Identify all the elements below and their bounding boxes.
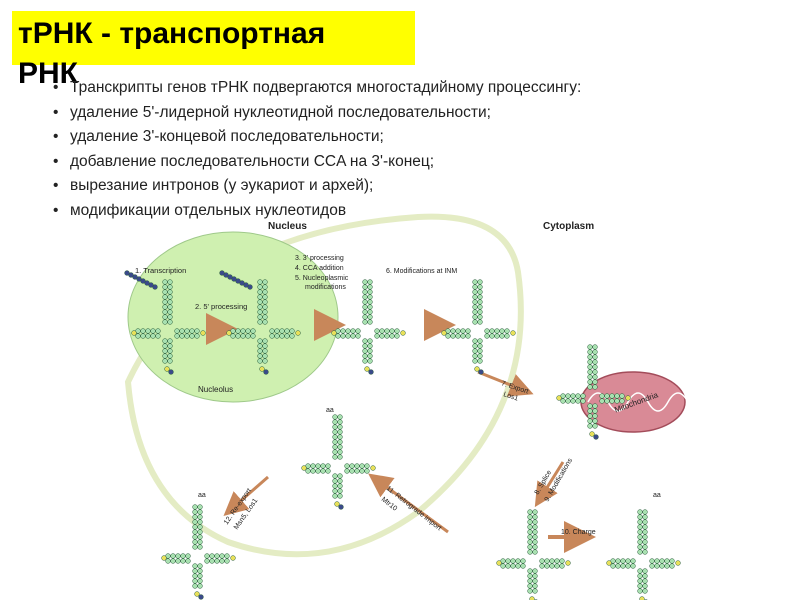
arrow-retrograde	[368, 473, 449, 534]
bullet-item: •удаление 5'-лидерной нуклеотидной после…	[53, 103, 491, 121]
bullet-list: •Транскрипты генов тРНК подвергаются мно…	[53, 76, 581, 223]
arrow-reexport	[223, 475, 269, 516]
bullet-item: •вырезание интронов (у эукариот и архей)…	[53, 177, 374, 194]
trna-cloverleaf	[556, 344, 631, 440]
step-nucleoplasmic-2: modifications	[305, 284, 346, 291]
step-cca: 4. CCA addition	[295, 265, 344, 272]
aa-label-1: aa	[326, 407, 334, 414]
slide-title: тРНК - транспортная	[18, 17, 326, 50]
step-export-los1: Los1	[502, 391, 519, 402]
bullet-item: •модификации отдельных нуклеотидов	[53, 201, 347, 219]
cytoplasm-label: Cytoplasm	[543, 221, 594, 232]
nucleus-label: Nucleus	[268, 221, 307, 232]
arrow-splice	[534, 461, 565, 508]
step-inm: 6. Modifications at INM	[386, 268, 457, 275]
trna-cloverleaf	[606, 509, 681, 600]
lead-text: •Транскрипты генов тРНК подвергаются мно…	[53, 76, 581, 101]
step-3-processing: 3. 3' processing	[295, 255, 344, 262]
trna-cloverleaf	[219, 270, 301, 375]
trna-cloverleaf	[496, 509, 571, 600]
trna-cloverleaf	[441, 279, 516, 375]
arrow-export	[477, 370, 534, 397]
title-highlight	[12, 11, 415, 65]
trna-cloverleaf	[124, 270, 206, 375]
step-transcription: 1. Transcription	[135, 266, 186, 275]
trna-cloverleaf	[301, 414, 376, 510]
step-charge: 10. Charge	[561, 529, 596, 536]
step-nucleoplasmic: 5. Nucleoplasmic	[295, 275, 349, 282]
trna-processing-diagram: Nucleus Cytoplasm Nucleolus Mitochondria…	[124, 213, 689, 600]
slide-title-line2: РНК	[18, 57, 78, 90]
aa-label-3: aa	[653, 492, 661, 499]
bullet-dot: •	[53, 79, 59, 96]
step-5-processing: 2. 5' processing	[195, 302, 247, 311]
bullet-item: •удаление 3'-концевой последовательности…	[53, 128, 384, 145]
mitochondria-shape	[580, 371, 689, 433]
nucleolus-label: Nucleolus	[198, 385, 233, 394]
trna-cloverleaf	[161, 504, 236, 600]
trna-cloverleaf	[331, 279, 406, 375]
aa-label-2: aa	[198, 492, 206, 499]
bullet-item: •добавление последовательности CCA на 3'…	[53, 152, 435, 170]
